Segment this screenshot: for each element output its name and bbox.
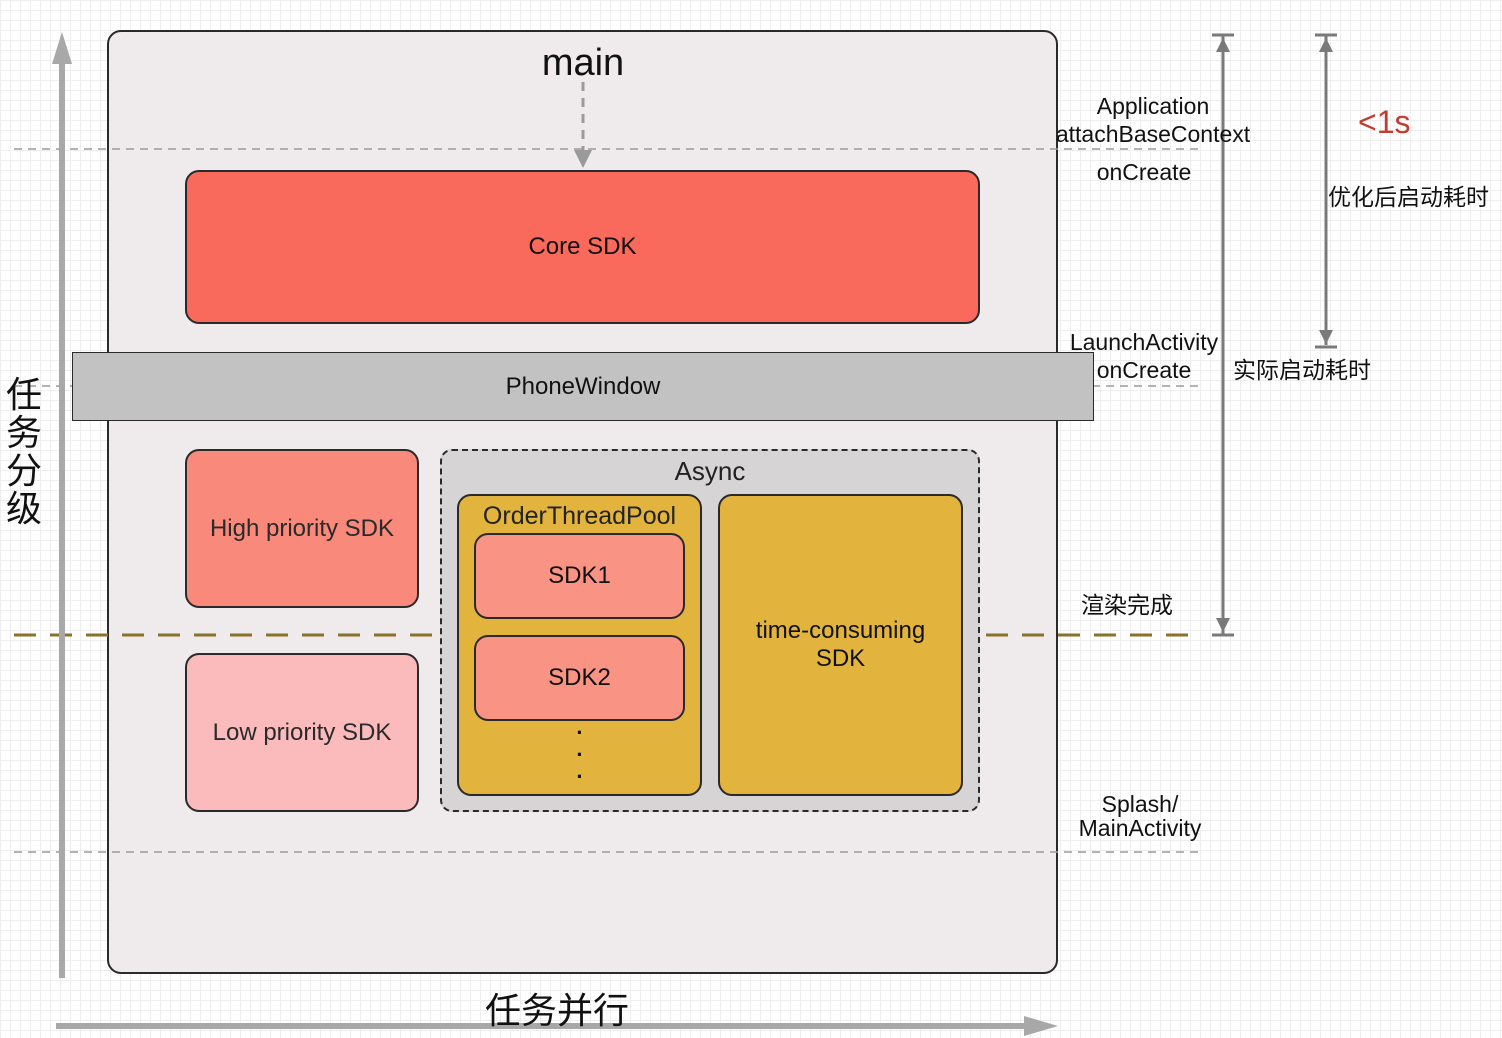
optimized-time-value: <1s bbox=[1358, 104, 1411, 140]
core-sdk-label: Core SDK bbox=[528, 233, 637, 260]
time-consuming-label: time-consuming SDK bbox=[755, 617, 926, 672]
low-priority-label: Low priority SDK bbox=[212, 718, 392, 746]
stage-on-create: onCreate bbox=[1096, 159, 1192, 185]
low-priority-sdk-block: Low priority SDK bbox=[185, 653, 419, 812]
core-sdk-block: Core SDK bbox=[185, 170, 980, 324]
stage-splash-main: Splash/ MainActivity bbox=[1078, 791, 1202, 841]
optimized-range-head-top bbox=[1319, 38, 1333, 52]
pool-ellipsis: · · · bbox=[576, 720, 584, 789]
stage-render-done: 渲染完成 bbox=[1081, 592, 1173, 618]
async-label: Async bbox=[674, 456, 746, 486]
high-priority-label: High priority SDK bbox=[209, 514, 395, 542]
actual-range-head-top bbox=[1216, 38, 1230, 52]
horizontal-axis-label: 任务并行 bbox=[485, 990, 630, 1031]
optimized-range-head-bottom bbox=[1319, 330, 1333, 344]
sdk1-block: SDK1 bbox=[474, 533, 685, 619]
vertical-axis-head bbox=[52, 32, 72, 64]
phone-window-bar: PhoneWindow bbox=[72, 352, 1094, 421]
actual-time-label: 实际启动耗时 bbox=[1233, 357, 1371, 383]
phone-window-label: PhoneWindow bbox=[505, 372, 661, 400]
horizontal-axis-head bbox=[1024, 1016, 1058, 1036]
actual-range-head-bottom bbox=[1216, 618, 1230, 632]
order-thread-pool-label: OrderThreadPool bbox=[482, 502, 677, 530]
vertical-axis-label: 任务分级 bbox=[5, 374, 42, 529]
main-arrow-head bbox=[574, 150, 592, 168]
stage-launch-activity: LaunchActivity onCreate bbox=[1069, 329, 1219, 383]
sdk2-label: SDK2 bbox=[548, 664, 611, 691]
sdk2-block: SDK2 bbox=[474, 635, 685, 721]
high-priority-sdk-block: High priority SDK bbox=[185, 449, 419, 608]
optimized-time-label: 优化后启动耗时 bbox=[1328, 184, 1489, 210]
main-title: main bbox=[541, 42, 625, 84]
sdk1-label: SDK1 bbox=[548, 562, 611, 589]
stage-application: Application attachBaseContext bbox=[1055, 93, 1251, 147]
time-consuming-sdk-block: time-consuming SDK bbox=[718, 494, 963, 796]
